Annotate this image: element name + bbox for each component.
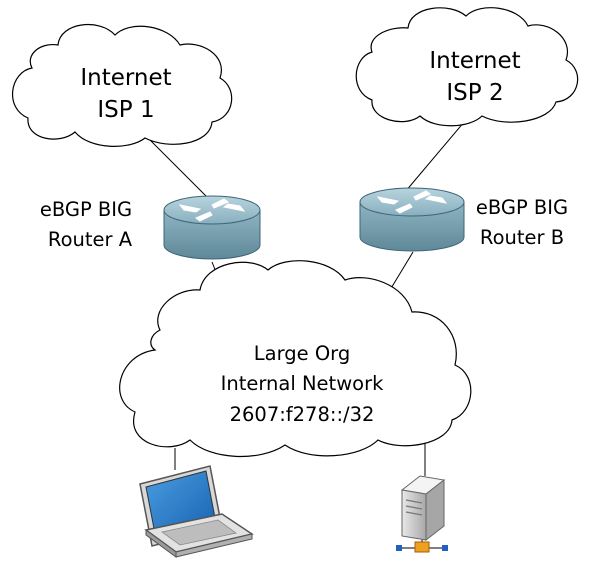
cloud-isp2-line1: Internet [429, 48, 520, 74]
cloud-internal-line3: 2607:f278::/32 [230, 403, 375, 426]
cloud-isp1-line2: ISP 1 [97, 97, 154, 123]
laptop-icon [139, 465, 254, 558]
router-a-label-line1: eBGP BIG [40, 198, 132, 221]
cloud-internal-line2: Internal Network [221, 372, 384, 395]
cloud-internal-network: Large Org Internal Network 2607:f278::/3… [119, 260, 472, 458]
cloud-isp2-line2: ISP 2 [446, 80, 503, 106]
router-b-label-line1: eBGP BIG [476, 196, 568, 219]
link-isp2-router-b [404, 114, 471, 193]
link-isp1-router-a [149, 139, 211, 201]
server-icon [396, 475, 448, 553]
cloud-isp1: Internet ISP 1 [12, 23, 233, 147]
cloud-isp2: Internet ISP 2 [355, 7, 579, 127]
cloud-isp1-line1: Internet [80, 65, 171, 91]
cloud-internal-line1: Large Org [254, 342, 350, 365]
router-a-icon [163, 195, 261, 260]
router-a-label-line2: Router A [48, 228, 133, 251]
link-router-b-internal [389, 251, 414, 291]
router-b-label-line2: Router B [480, 226, 564, 249]
router-b-icon [359, 187, 465, 252]
